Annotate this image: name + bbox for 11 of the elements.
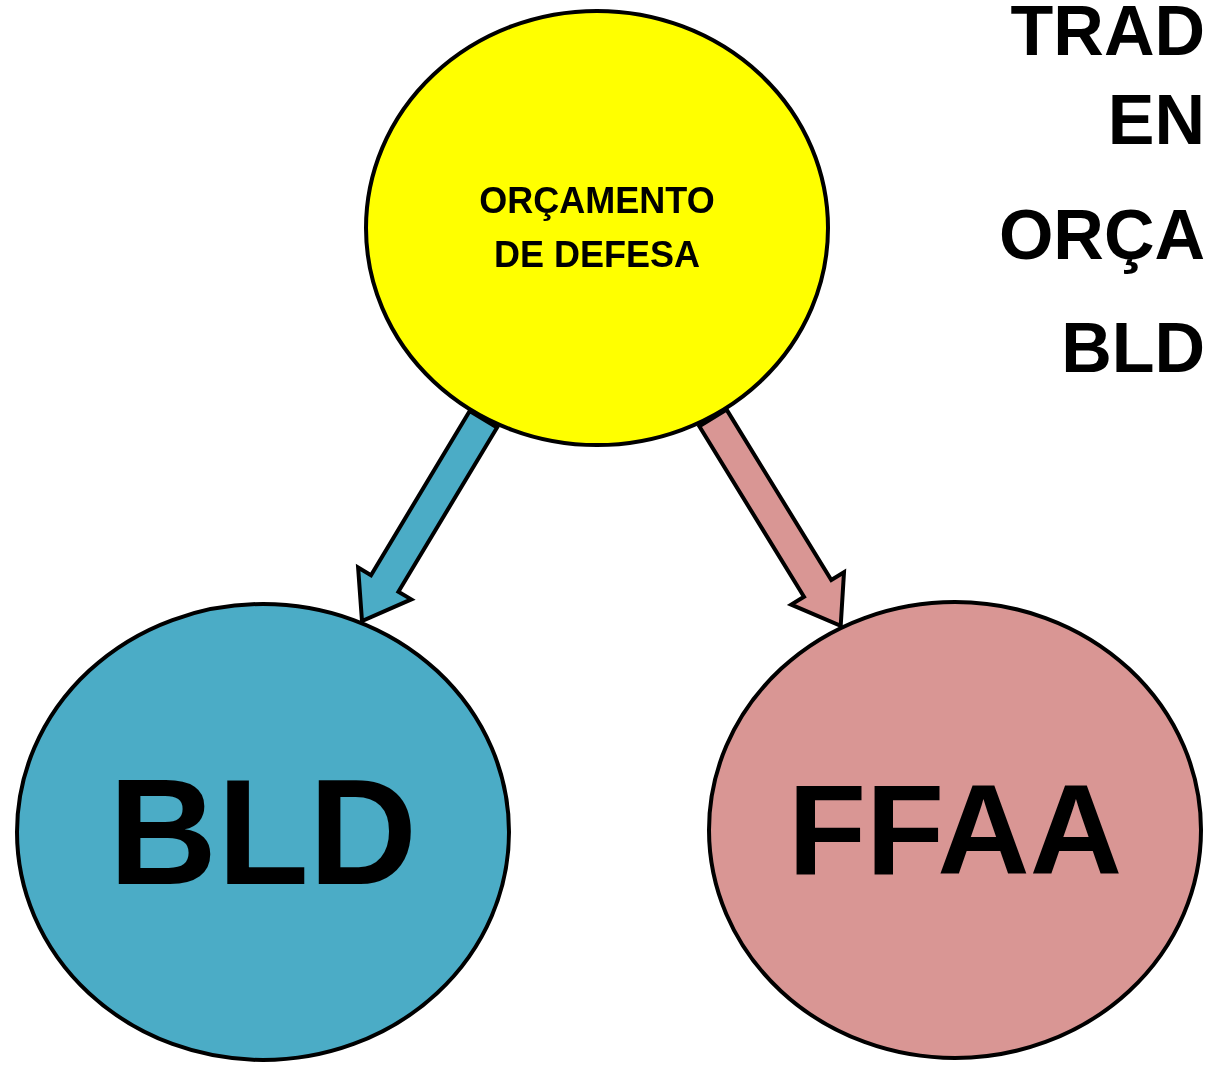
ellipse-node: [364, 9, 830, 447]
heading-fragment: TRAD: [1010, 0, 1205, 66]
block-arrow: [355, 408, 500, 625]
heading-fragment: BLD: [1061, 313, 1205, 383]
heading-fragment: EN: [1107, 85, 1205, 155]
ellipse-node: [15, 602, 511, 1062]
node-label: ORÇAMENTO DE DEFESA: [478, 179, 716, 277]
node-label: BLD: [108, 746, 418, 918]
block-arrow: [696, 406, 847, 629]
ellipse-node: [707, 600, 1203, 1060]
node-label: FFAA: [787, 757, 1123, 903]
